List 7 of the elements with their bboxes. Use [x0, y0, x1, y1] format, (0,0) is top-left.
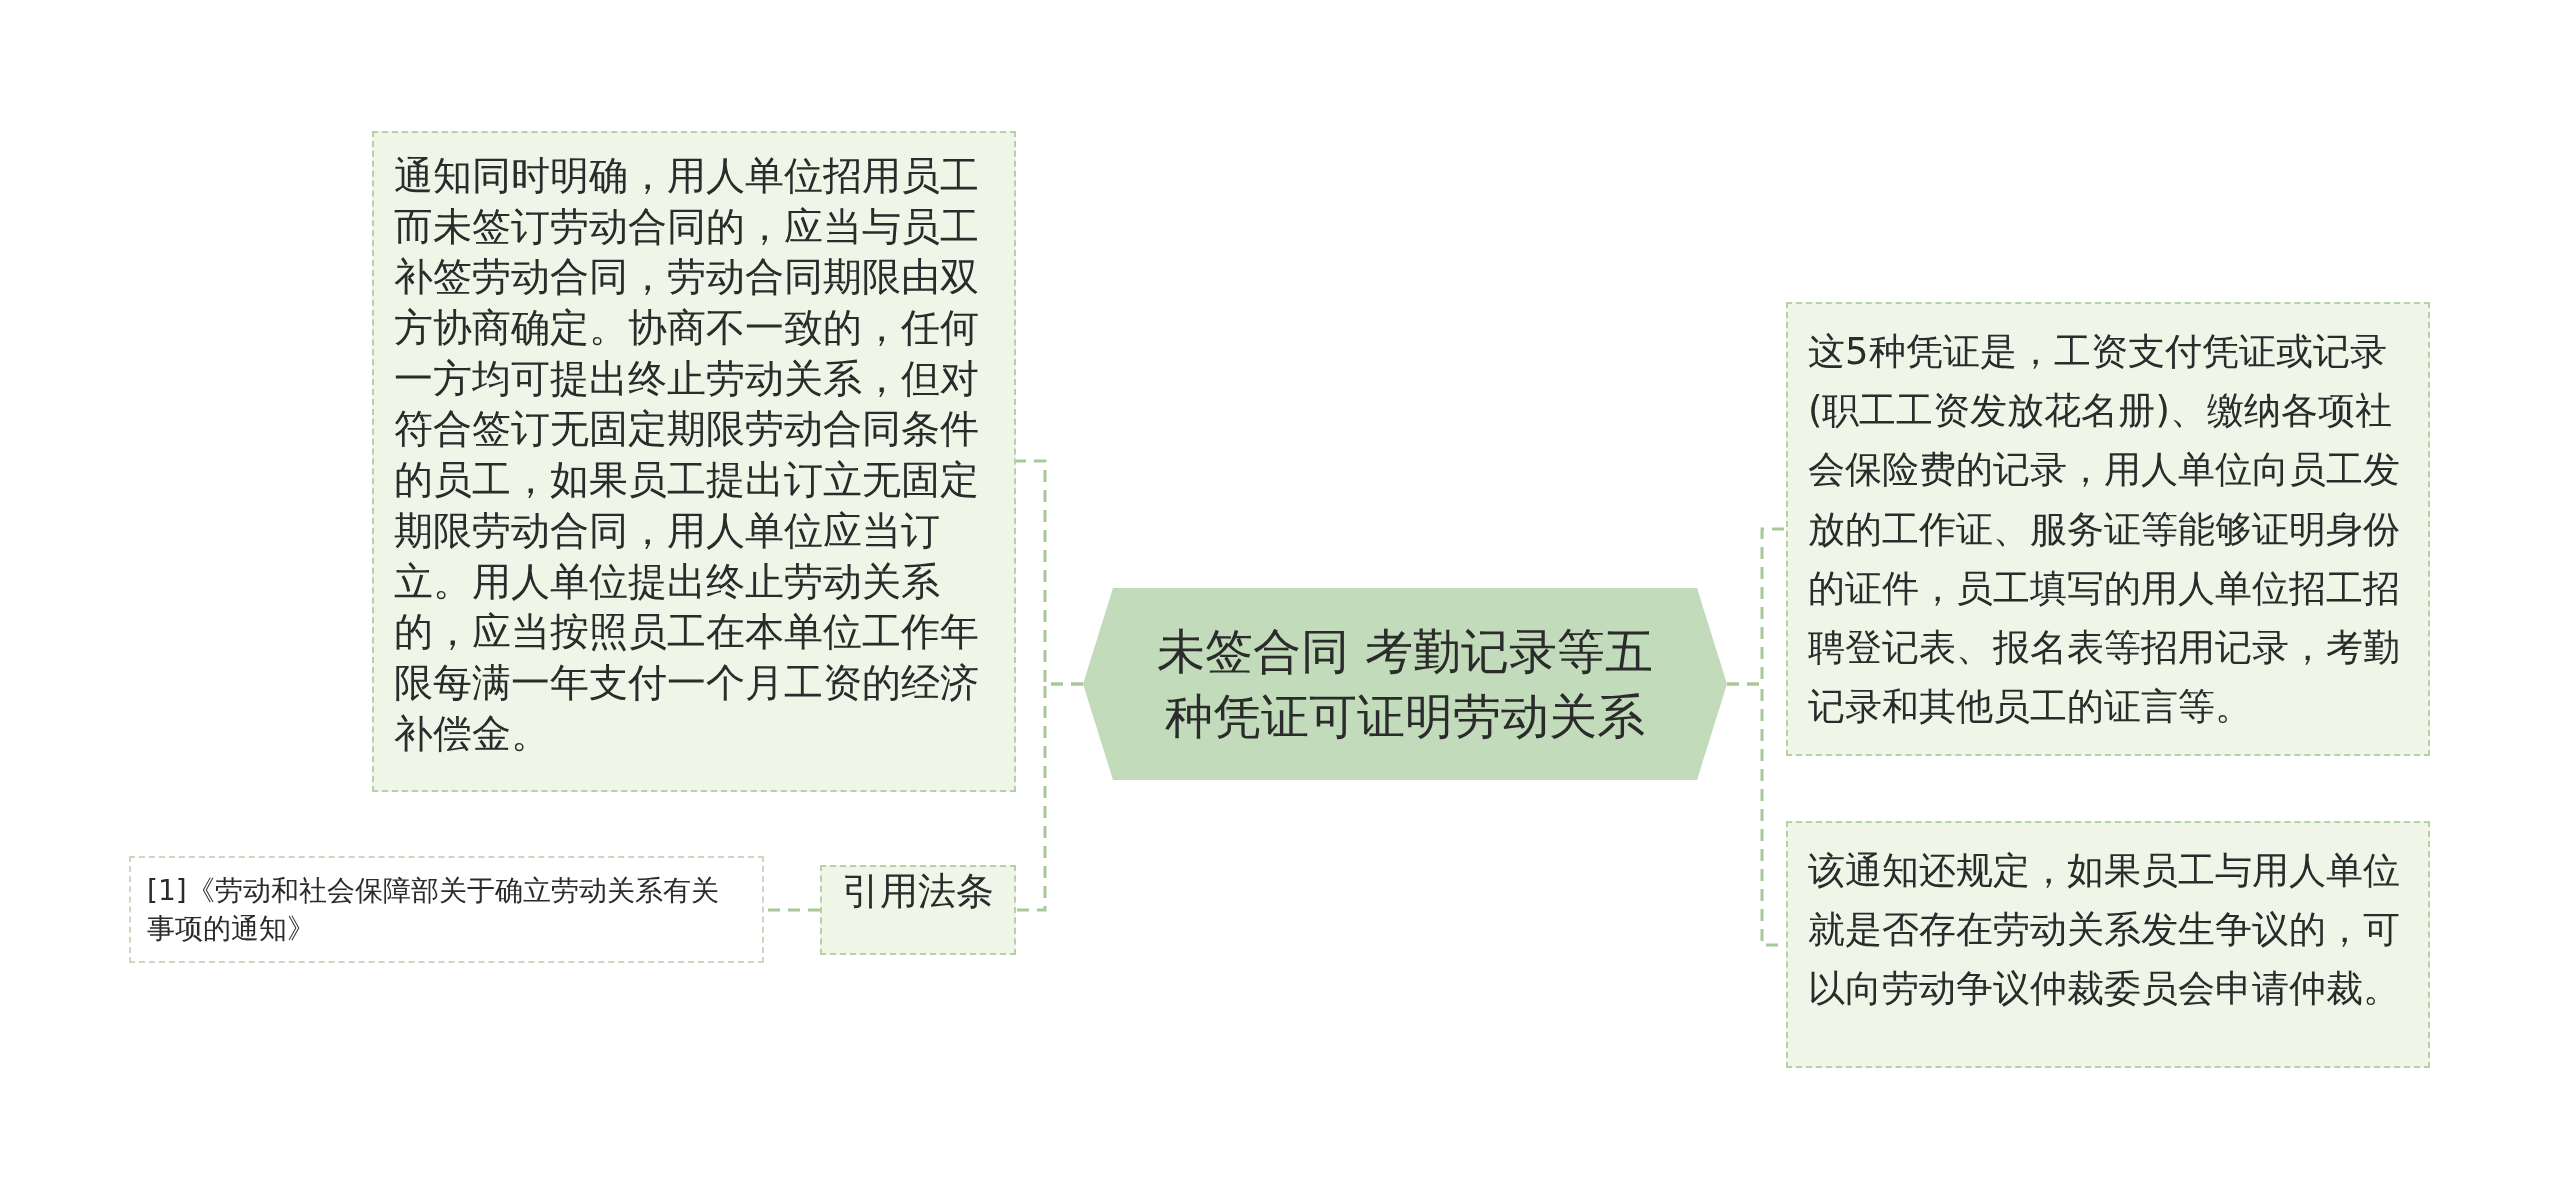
text-card: 这5种凭证是，工资支付凭证或记录(职工工资发放花名册)、缴纳各项社会保险费的记录，用人单位向员工发放的工作证、服务证等能够证明身份的证件，员工填写的用人单位招工招聘登记表、报名表等招用记录，考勤记录和其他员工的证言等。	[1786, 302, 2430, 756]
text-card: 该通知还规定，如果员工与用人单位就是否存在劳动关系发生争议的，可以向劳动争议仲裁委员会申请仲裁。	[1786, 821, 2430, 1068]
connector	[1016, 682, 1083, 912]
reference-box: [1]《劳动和社会保障部关于确立劳动关系有关事项的通知》	[129, 856, 764, 963]
topic-box: 引用法条	[820, 865, 1016, 955]
topic-hexagon: 未签合同 考勤记录等五种凭证可证明劳动关系	[1083, 588, 1727, 780]
text-card: 通知同时明确，用人单位招用员工而未签订劳动合同的，应当与员工补签劳动合同，劳动合同期限由双方协商确定。协商不一致的，任何一方均可提出终止劳动关系，但对符合签订无固定期限劳动合同条件的员工，如果员工提出订立无固定期限劳动合同，用人单位应当订立。用人单位提出终止劳动关系的，应当按照员工在本单位工作年限每满一年支付一个月工资的经济补偿金。	[372, 131, 1016, 792]
